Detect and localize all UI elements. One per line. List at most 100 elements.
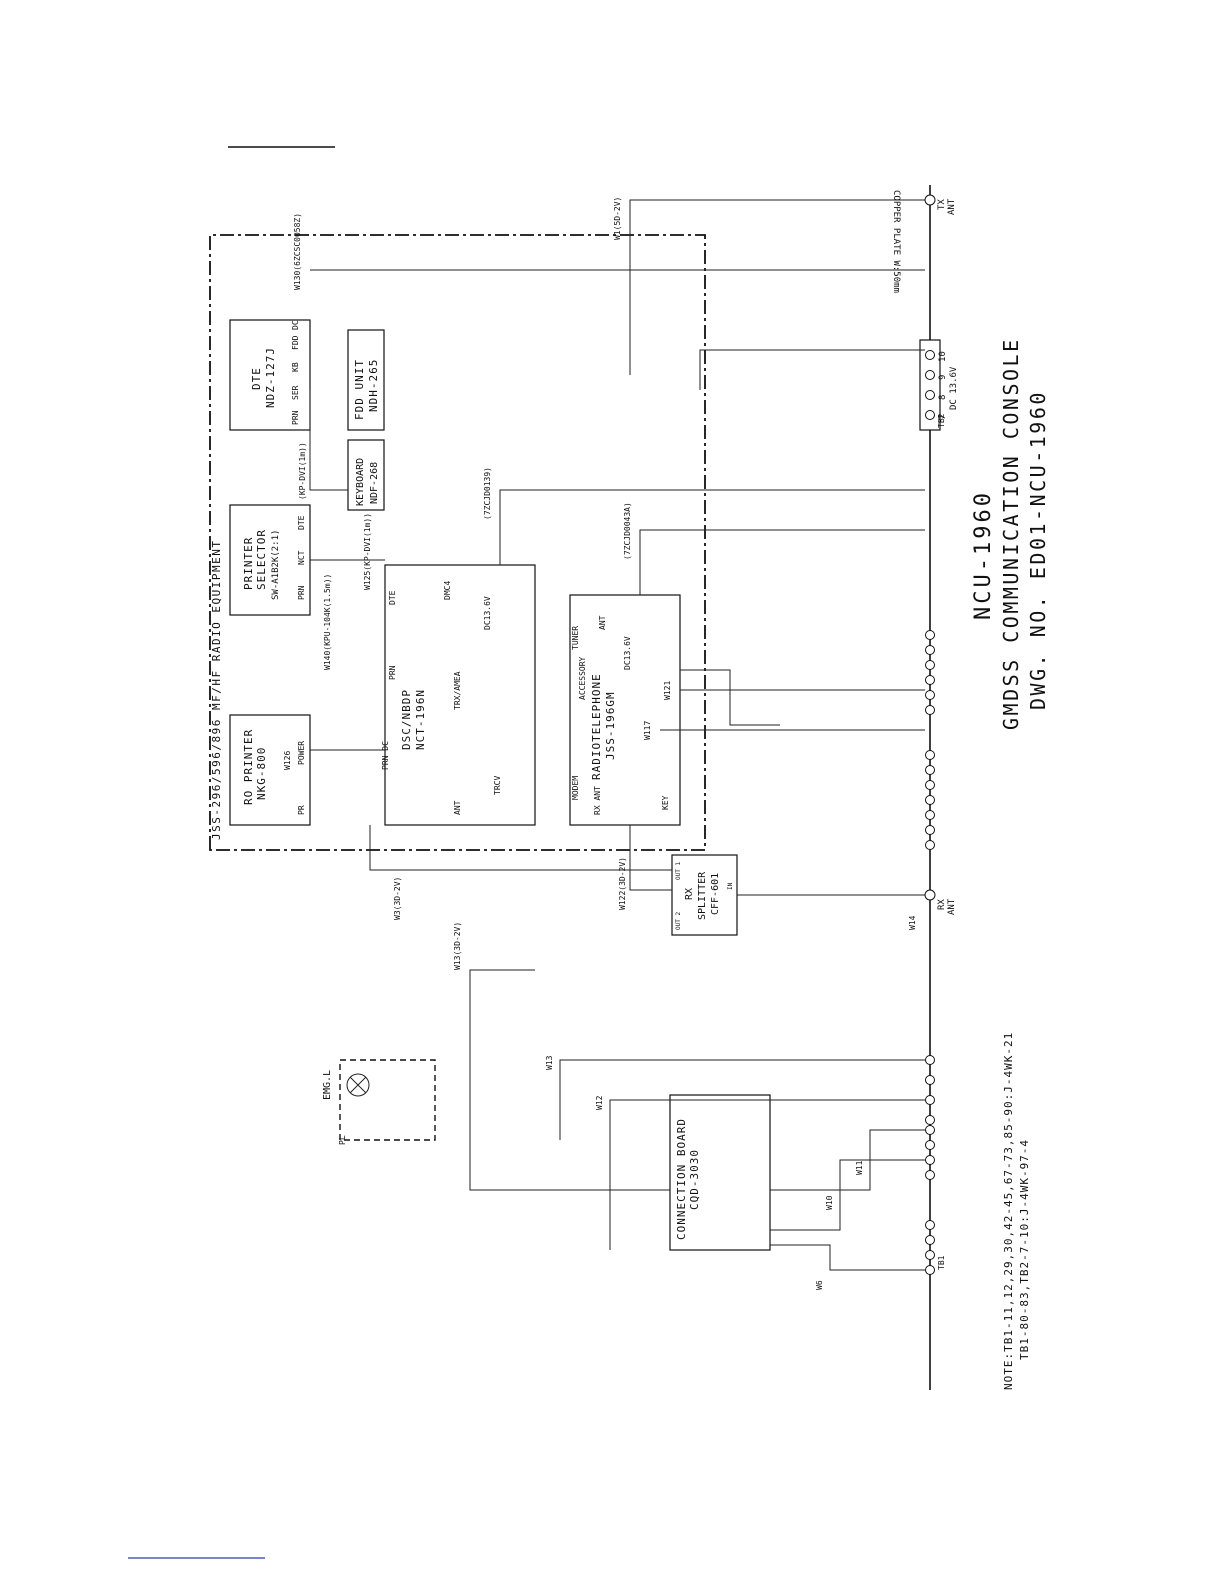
splitter-l3: CFF-601 bbox=[710, 873, 721, 915]
rt-port-rxant: RX ANT bbox=[593, 786, 602, 815]
wire-label: W130(6ZCSC0058Z) bbox=[293, 213, 302, 290]
splitter-l2: SPLITTER bbox=[697, 871, 708, 920]
rt-port-ant: ANT bbox=[598, 615, 607, 630]
fdd-name: FDD UNIT bbox=[353, 359, 366, 420]
rt-port-accessory: ACCESSORY bbox=[578, 656, 587, 700]
keyboard-box bbox=[347, 439, 385, 511]
wire-label: W122(3D-2V) bbox=[618, 857, 627, 910]
tb2-terminal-10: 10 bbox=[938, 351, 948, 362]
wire-label: W13 bbox=[545, 1055, 554, 1070]
wire-label: (KP-DVI(1m)) bbox=[298, 442, 307, 500]
dsc-port-trcv: TRCV bbox=[493, 776, 502, 795]
wire-label: W6 bbox=[815, 1280, 824, 1290]
splitter-out1: OUT 1 bbox=[675, 862, 682, 880]
drawing-number: DWG. NO. ED01-NCU-1960 bbox=[1026, 390, 1050, 710]
rt-name: RADIOTELEPHONE bbox=[590, 673, 603, 780]
dsc-port-ant: ANT bbox=[453, 800, 462, 815]
dsc-name: DSC/NBDP bbox=[400, 689, 413, 750]
dsc-port-prn: PRN bbox=[388, 665, 397, 680]
note-line-2: TB1-80-83,TB2-7-10:J-4WK-97-4 bbox=[1018, 1139, 1031, 1360]
tx-ant-sub: ANT bbox=[947, 198, 957, 215]
emg-light-label: EMG.L bbox=[322, 1070, 333, 1100]
splitter-out2: OUT 2 bbox=[675, 912, 682, 930]
splitter-in: IN bbox=[727, 882, 734, 890]
wire-label: W117 bbox=[643, 721, 652, 740]
rx-ant-label: RX bbox=[937, 899, 947, 910]
wire-w122 bbox=[369, 825, 672, 871]
dte-model: NDZ-127J bbox=[264, 347, 277, 408]
printer-port-power: POWER bbox=[297, 741, 306, 765]
keyboard-model: NDF-268 bbox=[369, 462, 380, 504]
dte-name: DTE bbox=[250, 367, 263, 390]
dte-box bbox=[229, 319, 311, 431]
dte-port-ser: SER bbox=[291, 385, 300, 400]
wire-w13 bbox=[609, 1099, 925, 1250]
tx-ant-label: TX bbox=[937, 199, 947, 210]
fdd-model: NDH-265 bbox=[367, 359, 380, 412]
note-line-1: NOTE:TB1-11,12,29,30,42-45,67-73,85-90:J… bbox=[1002, 1032, 1015, 1390]
selector-port-nct: NCT bbox=[297, 550, 306, 565]
wire-w10 bbox=[770, 1244, 925, 1271]
wire-w1 bbox=[629, 199, 925, 375]
tb2-dc-label: DC 13.6V bbox=[949, 366, 959, 410]
lamp-icon bbox=[346, 1073, 370, 1097]
drawing-subtitle: GMDSS COMMUNICATION CONSOLE bbox=[999, 337, 1023, 730]
selector-l2: SELECTOR bbox=[255, 529, 268, 590]
connection-board-box bbox=[669, 1094, 771, 1251]
tb1-label: TB1 bbox=[937, 1255, 946, 1270]
dsc-port-dmc4: DMC4 bbox=[443, 581, 452, 600]
dte-port-dc: DC bbox=[291, 320, 300, 330]
dsc-port-amea: TRX/AMEA bbox=[453, 671, 462, 710]
wire-w123 bbox=[499, 489, 925, 565]
wire-label: W13(3D-2V) bbox=[453, 922, 462, 970]
dsc-port-dte: DTE bbox=[388, 590, 397, 605]
wire-key bbox=[680, 669, 780, 726]
drawing-title: NCU-1960 bbox=[971, 490, 996, 620]
wire-w133 bbox=[309, 390, 348, 491]
tb2-terminal-8: 8 bbox=[938, 395, 948, 400]
wire-label: W3(3D-2V) bbox=[393, 877, 402, 920]
splitter-l1: RX bbox=[684, 888, 695, 900]
wire-label: W140(KPU-104K(1.5m)) bbox=[323, 574, 332, 670]
dsc-port-prndc: PRN DC bbox=[381, 741, 390, 770]
rt-port-dc: DC13.6V bbox=[623, 636, 632, 670]
wire-label: W121 bbox=[663, 681, 672, 700]
wire-label: W126 bbox=[283, 751, 292, 770]
keyboard-name: KEYBOARD bbox=[355, 458, 366, 506]
emg-light-box bbox=[339, 1059, 436, 1141]
wire-w134 bbox=[699, 349, 925, 390]
copper-plate-label: COPPER PLATE W:50mm bbox=[891, 190, 901, 293]
printer-port-pr: PR bbox=[297, 805, 306, 815]
wire-label: (7ZCJD0043A) bbox=[623, 502, 632, 560]
radiotelephone-box bbox=[569, 594, 681, 826]
rt-port-modem: MODEM bbox=[571, 776, 580, 800]
wire-w127 bbox=[469, 969, 670, 1191]
ro-printer-box bbox=[229, 714, 311, 826]
wire-w14 bbox=[559, 1059, 925, 1140]
tb2-terminal-9: 9 bbox=[938, 375, 948, 380]
wire-label: W1(5D-2V) bbox=[613, 197, 622, 240]
pl-label: PL bbox=[338, 1135, 347, 1145]
printer-l2: NKG-800 bbox=[255, 747, 268, 800]
dsc-port-dc: DC13.6V bbox=[483, 596, 492, 630]
wire-w110 bbox=[639, 529, 925, 595]
tb-rail-terminals bbox=[924, 194, 936, 1275]
wire-w13-coax bbox=[629, 825, 672, 891]
dte-port-kb: KB bbox=[291, 362, 300, 372]
rt-port-key: KEY bbox=[661, 795, 670, 810]
selector-l3: SW-A1B2K(2:1) bbox=[271, 530, 281, 600]
dte-port-prn: PRN bbox=[291, 410, 300, 425]
equipment-frame bbox=[209, 234, 706, 851]
wire-w11 bbox=[770, 1159, 925, 1231]
selector-l1: PRINTER bbox=[242, 537, 255, 590]
cb-model: CQD-3030 bbox=[688, 1149, 701, 1210]
rx-ant-sub: ANT bbox=[947, 898, 957, 915]
dsc-nbdp-box bbox=[384, 564, 536, 826]
wire-label: W10 bbox=[825, 1195, 834, 1210]
rotated-drawing: JSS-296/596/896 MF/HF RADIO EQUIPMENT DT… bbox=[209, 185, 1050, 1390]
tb2-block bbox=[919, 339, 941, 431]
tb2-terminal-7: 7 bbox=[938, 415, 948, 420]
wire-label: W125(KP-DVI(1m)) bbox=[363, 513, 372, 590]
wire-label: (7ZCJD0139) bbox=[483, 467, 492, 520]
